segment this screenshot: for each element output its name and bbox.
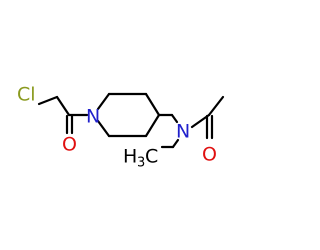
oxygen-left-label: O xyxy=(62,134,77,156)
methyl-h-label: H xyxy=(123,146,137,168)
bonds xyxy=(37,92,225,149)
bond-ring-c4-c5 xyxy=(144,113,161,138)
oxygen-right-label: O xyxy=(202,144,217,166)
molecule-structure: Cl N O N O H 3 C xyxy=(17,84,225,171)
bond-ch2-amide-n xyxy=(170,113,179,124)
ring-nitrogen-label: N xyxy=(86,106,100,128)
bond-ch2-carbonyl xyxy=(55,95,71,117)
bond-amide-n-ethyl xyxy=(171,138,180,149)
bond-ring-c6-n xyxy=(96,119,111,138)
methyl-c-label: C xyxy=(145,146,158,168)
bond-carbonyl-acetyl-methyl xyxy=(207,95,225,117)
bond-ring-c3-c4 xyxy=(144,92,161,117)
methyl-subscript: 3 xyxy=(137,156,145,171)
bond-cl-ch2 xyxy=(37,95,59,106)
amide-nitrogen-label: N xyxy=(176,121,190,143)
chlorine-label: Cl xyxy=(17,84,36,106)
methyl-group-label: H 3 C xyxy=(123,146,158,171)
bond-ring-n-c2 xyxy=(96,92,111,111)
